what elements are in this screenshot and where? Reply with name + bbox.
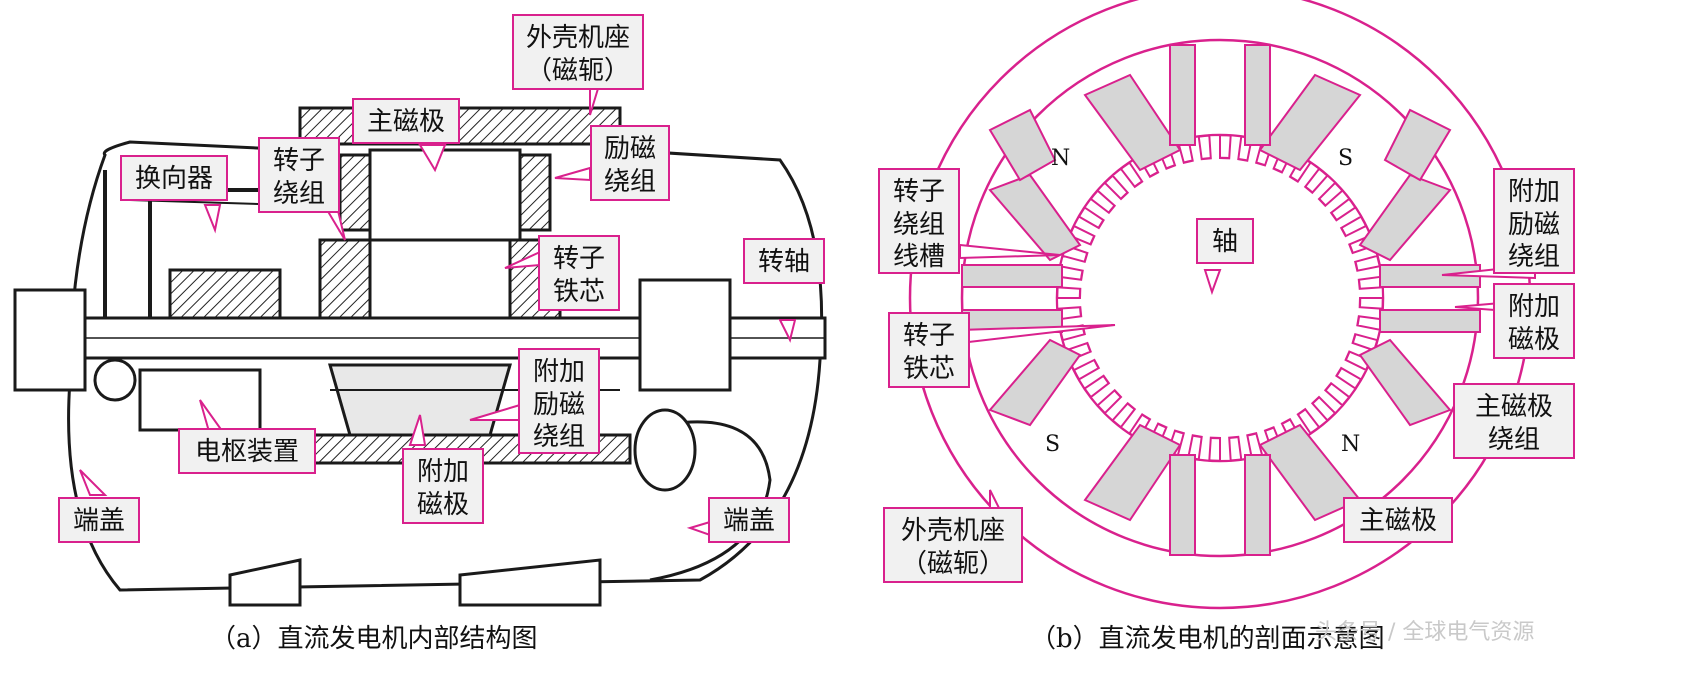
caption-right: （b）直流发电机的剖面示意图 (1030, 624, 1385, 654)
label-rotor-winding-left: 转子 绕组 (258, 137, 340, 213)
label-frame-yoke-left: 外壳机座 （磁轭） (512, 14, 644, 90)
label-excitation-winding-left: 励磁 绕组 (590, 125, 670, 201)
pole-letter-n-bottom: N (1341, 432, 1361, 457)
generator-cross-section-drawing (908, 0, 1536, 610)
caption-left: （a）直流发电机内部结构图 (210, 624, 538, 654)
label-aux-excitation-right: 附加 励磁 绕组 (1493, 168, 1575, 274)
label-rotor-core-left: 转子 铁芯 (538, 235, 620, 311)
label-commutator-left: 换向器 (120, 155, 228, 201)
label-main-pole-left: 主磁极 (352, 98, 460, 144)
label-aux-pole-left: 附加 磁极 (402, 448, 484, 524)
label-aux-pole-right: 附加 磁极 (1493, 283, 1575, 359)
generator-cutaway-drawing (13, 81, 827, 607)
pole-letter-s-bottom: S (1045, 432, 1061, 457)
pole-letter-n-top: N (1051, 146, 1071, 171)
label-end-cap-right: 端盖 (708, 497, 790, 543)
label-main-pole-winding-right: 主磁极 绕组 (1453, 383, 1575, 459)
rotor-teeth (1055, 133, 1385, 463)
label-armature-device-left: 电枢装置 (178, 428, 316, 474)
label-shaft-right: 轴 (1196, 218, 1254, 264)
pole-letter-s-top: S (1338, 146, 1354, 171)
label-aux-winding-left: 附加 励磁 绕组 (518, 348, 600, 454)
label-rotor-slot-right: 转子 绕组 线槽 (878, 168, 960, 274)
label-main-pole-right: 主磁极 (1343, 497, 1453, 543)
label-shaft-left: 转轴 (743, 238, 825, 284)
label-frame-yoke-right: 外壳机座 （磁轭） (883, 507, 1023, 583)
watermark: 头条号 / 全球电气资源 (1315, 620, 1535, 645)
label-end-cap-left: 端盖 (58, 497, 140, 543)
label-rotor-core-right: 转子 铁芯 (888, 312, 970, 388)
